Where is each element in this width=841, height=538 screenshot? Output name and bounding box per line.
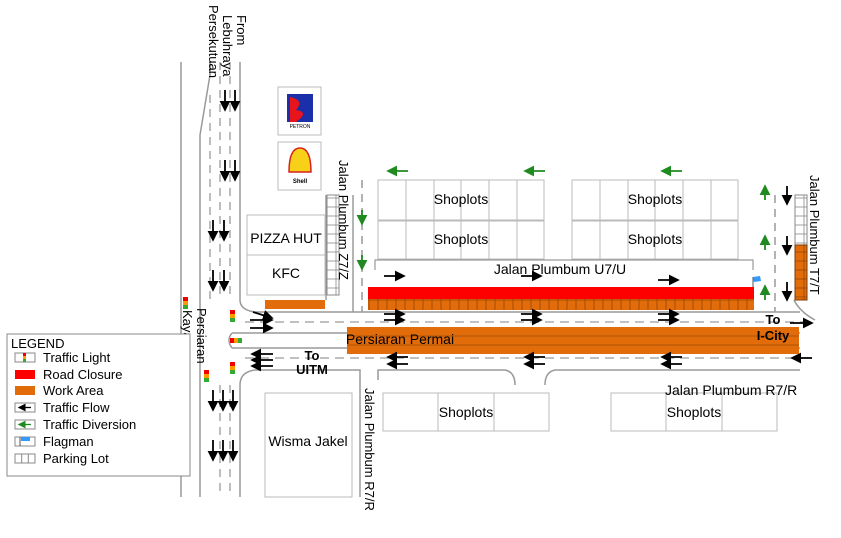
legend-label: Traffic Flow (43, 400, 110, 415)
road-closure-area (368, 287, 754, 299)
work-area-lines (347, 335, 799, 346)
petron-logo-text: PETRON (290, 124, 311, 130)
uitm-label: UITM (296, 362, 328, 377)
to-icity-label: To (766, 312, 781, 327)
pizza-hut-label: PIZZA HUT (250, 230, 322, 246)
shoplots-south-east (610, 392, 778, 432)
legend-item-traffic-flow: Traffic Flow (14, 400, 110, 415)
work-area-strip (368, 299, 754, 310)
legend-item-work-area: Work Area (15, 383, 104, 398)
legend-item-flagman: Flagman (14, 434, 94, 449)
shoplots-south-west (382, 392, 550, 432)
legend-label: Work Area (43, 383, 104, 398)
legend-label: Traffic Diversion (43, 417, 136, 432)
shoplots-north-east (571, 179, 739, 260)
traffic-light-icon (230, 362, 235, 374)
legend-label: Traffic Light (43, 350, 111, 365)
persiaran-permai-label: Persiaran Permai (346, 331, 454, 347)
traffic-light-icon (183, 297, 188, 309)
pizza-hut-kfc-building: PIZZA HUT KFC (246, 214, 326, 296)
persekutuan-label: Persekutuan (206, 5, 221, 78)
shoplots-label: Shoplots (434, 231, 488, 247)
wisma-jakel-label: Wisma Jakel (268, 433, 347, 449)
legend: LEGEND Traffic Light Road Closure Work A… (6, 333, 191, 477)
shell-logo-text: Shell (293, 179, 308, 185)
jalan-plumbum-u7u-label: Jalan Plumbum U7/U (494, 261, 626, 277)
shoplots-label: Shoplots (667, 404, 721, 420)
kfc-label: KFC (272, 265, 300, 281)
traffic-diversion-arrows (356, 165, 771, 300)
legend-item-parking-lot: Parking Lot (14, 451, 109, 466)
icity-label: I-City (757, 328, 790, 343)
shell-station: Shell (277, 141, 322, 191)
petron-station: PETRON (277, 86, 322, 136)
shoplots-north-west (377, 179, 545, 260)
traffic-light-icons (183, 297, 242, 382)
work-area-t7t (794, 244, 808, 301)
parking-lot-z7z (326, 194, 340, 296)
legend-item-traffic-light: Traffic Light (14, 350, 111, 365)
wisma-jakel-building (264, 392, 353, 498)
legend-label: Parking Lot (43, 451, 109, 466)
work-area-persiaran-permai (347, 327, 799, 354)
traffic-light-icon (230, 310, 235, 322)
legend-item-road-closure: Road Closure (15, 367, 123, 382)
to-uitm-label: To (305, 348, 320, 363)
jalan-plumbum-r7r-south-label: Jalan Plumbum R7/R (362, 388, 377, 511)
jalan-plumbum-u7u-road (374, 259, 754, 270)
lebuhraya-label: Lebuhraya (220, 15, 235, 77)
persiaran-label: Persiaran (194, 308, 209, 364)
traffic-light-icon (230, 338, 242, 343)
shoplots-label: Shoplots (434, 191, 488, 207)
legend-label: Road Closure (43, 367, 123, 382)
from-label: From (234, 15, 249, 45)
jalan-plumbum-t7t-label: Jalan Plumbum T7/T (807, 175, 822, 295)
jalan-plumbum-z7z-road (325, 180, 363, 312)
legend-title: LEGEND (11, 336, 64, 351)
legend-label: Flagman (43, 434, 94, 449)
flagman-icon (752, 276, 761, 287)
traffic-flow-arrows (207, 90, 814, 462)
shoplots-label: Shoplots (439, 404, 493, 420)
jalan-plumbum-z7z-label: Jalan Plumbum Z7/Z (336, 160, 351, 280)
legend-item-traffic-diversion: Traffic Diversion (14, 417, 136, 432)
shoplots-label: Shoplots (628, 191, 682, 207)
shoplots-label: Shoplots (628, 231, 682, 247)
parking-lot-t7t (794, 194, 808, 246)
work-area-kfc (265, 300, 325, 309)
jalan-plumbum-r7r-east-label: Jalan Plumbum R7/R (665, 382, 797, 398)
traffic-light-icon (204, 370, 209, 382)
